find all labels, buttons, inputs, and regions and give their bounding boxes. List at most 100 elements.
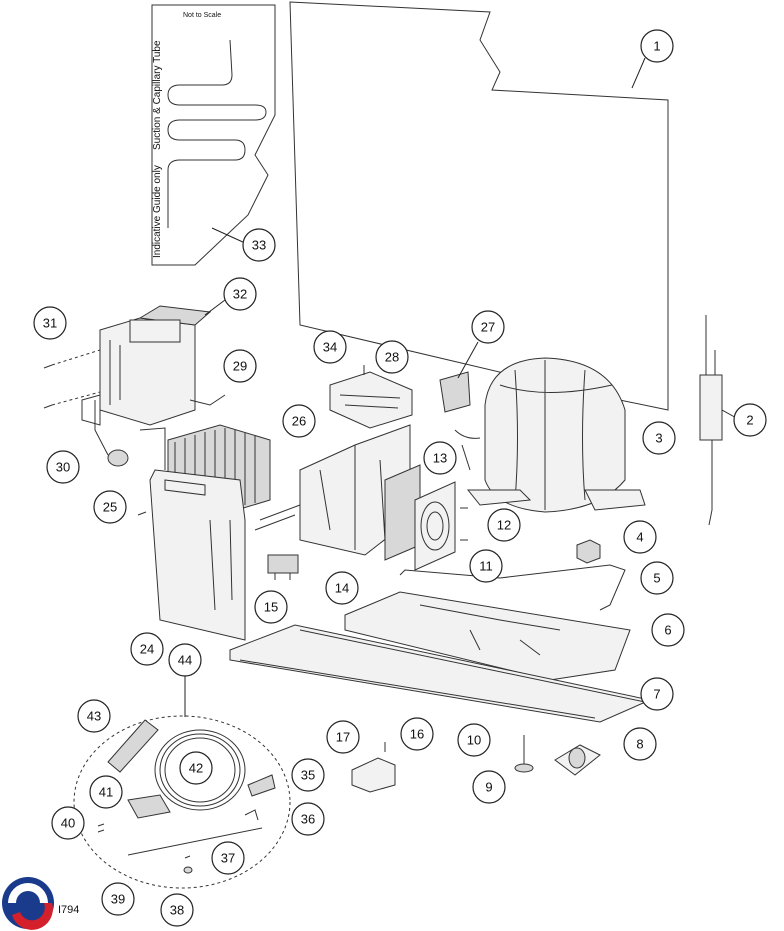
- fan-bracket-cover: [329, 371, 413, 429]
- screw-25: [137, 511, 147, 516]
- solenoid-valve: [267, 554, 299, 580]
- callout-number: 25: [103, 500, 117, 515]
- castor-wheel: [554, 744, 601, 776]
- reference-code: I794: [58, 904, 79, 916]
- callout-5: 5: [640, 561, 674, 595]
- callout-number: 33: [252, 238, 266, 253]
- callout-number: 40: [61, 816, 75, 831]
- callout-number: 35: [301, 768, 315, 783]
- callout-number: 13: [433, 451, 447, 466]
- callout-number: 26: [292, 414, 306, 429]
- callout-number: 38: [170, 903, 184, 918]
- thermal-protector: [94, 400, 129, 467]
- not-to-scale-note: Not to Scale: [183, 12, 221, 19]
- callout-9: 9: [472, 770, 506, 804]
- callout-8: 8: [623, 727, 657, 761]
- callout-number: 6: [664, 623, 671, 638]
- callout-number: 10: [467, 733, 481, 748]
- callout-35: 35: [291, 758, 325, 792]
- callout-40: 40: [51, 806, 85, 840]
- callout-24: 24: [130, 632, 164, 666]
- hinge-bracket: [351, 742, 396, 793]
- brand-logo: [2, 877, 54, 930]
- callout-number: 9: [485, 780, 492, 795]
- wire-lead: [189, 394, 226, 406]
- callout-number: 11: [479, 559, 493, 574]
- callout-number: 36: [301, 812, 315, 827]
- callout-number: 44: [178, 653, 192, 668]
- callout-31: 31: [33, 306, 67, 340]
- callout-32: 32: [223, 277, 257, 311]
- callout-number: 8: [636, 737, 643, 752]
- base-plate: [229, 624, 652, 723]
- callout-11: 11: [469, 549, 503, 583]
- callout-number: 2: [746, 413, 753, 428]
- callout-43: 43: [77, 699, 111, 733]
- callout-number: 32: [233, 287, 247, 302]
- back-panel-sheet: [289, 1, 669, 411]
- callout-number: 4: [636, 530, 643, 545]
- compressor-relay: [439, 341, 479, 413]
- drain-tray: [344, 591, 631, 681]
- callout-33: 33: [242, 228, 276, 262]
- callout-34: 34: [313, 330, 347, 364]
- screw-12: [460, 507, 468, 541]
- callout-28: 28: [375, 340, 409, 374]
- callout-17: 17: [326, 720, 360, 754]
- capillary-guide-card: Not to Scale Suction & Capillary Tube In…: [151, 4, 276, 266]
- callout-10: 10: [457, 723, 491, 757]
- callout-number: 29: [233, 359, 247, 374]
- callout-39: 39: [101, 882, 135, 916]
- callout-number: 14: [335, 581, 349, 596]
- parts-kit-outline: [73, 715, 291, 889]
- clip: [244, 809, 259, 821]
- drain-tube: [399, 564, 626, 611]
- callout-36: 36: [291, 802, 325, 836]
- fan-mount-bracket: [254, 424, 411, 556]
- callout-37: 37: [211, 841, 245, 875]
- callout-14: 14: [325, 571, 359, 605]
- rod: [127, 827, 263, 856]
- callout-number: 41: [99, 785, 113, 800]
- callout-44: 44: [168, 643, 202, 677]
- screw-37: [184, 855, 191, 859]
- callout-number: 3: [655, 431, 662, 446]
- callout-number: 27: [481, 320, 495, 335]
- compressor: [454, 357, 646, 513]
- callout-26: 26: [282, 404, 316, 438]
- valve-assembly: [127, 794, 171, 819]
- callout-number: 7: [653, 687, 660, 702]
- callout-number: 28: [385, 350, 399, 365]
- callout-number: 15: [264, 600, 278, 615]
- guide-label-indicative: Indicative Guide only: [152, 165, 163, 258]
- callout-number: 12: [497, 518, 511, 533]
- control-module: [81, 299, 226, 426]
- callout-16: 16: [400, 717, 434, 751]
- callout-number: 39: [111, 892, 125, 907]
- callout-7: 7: [640, 677, 674, 711]
- callout-38: 38: [160, 893, 194, 927]
- levelling-foot: [514, 735, 534, 773]
- coiled-capillary: [154, 729, 246, 811]
- callout-4: 4: [623, 520, 657, 554]
- guide-label-suction: Suction & Capillary Tube: [152, 40, 163, 150]
- screw-38: [183, 866, 193, 874]
- callout-number: 1: [653, 39, 660, 54]
- callout-number: 34: [323, 340, 337, 355]
- condenser-fan: [384, 464, 456, 571]
- callout-number: 37: [221, 851, 235, 866]
- callout-27: 27: [471, 310, 505, 344]
- callout-number: 16: [410, 727, 424, 742]
- callout-number: 42: [189, 761, 203, 776]
- callout-15: 15: [254, 590, 288, 624]
- callout-3: 3: [642, 421, 676, 455]
- callout-number: 43: [87, 709, 101, 724]
- callout-6: 6: [651, 613, 685, 647]
- callout-number: 24: [140, 642, 154, 657]
- callout-number: 31: [43, 316, 57, 331]
- callout-25: 25: [93, 490, 127, 524]
- nut: [576, 539, 601, 564]
- filter-drier: [107, 719, 159, 773]
- connector: [247, 774, 276, 797]
